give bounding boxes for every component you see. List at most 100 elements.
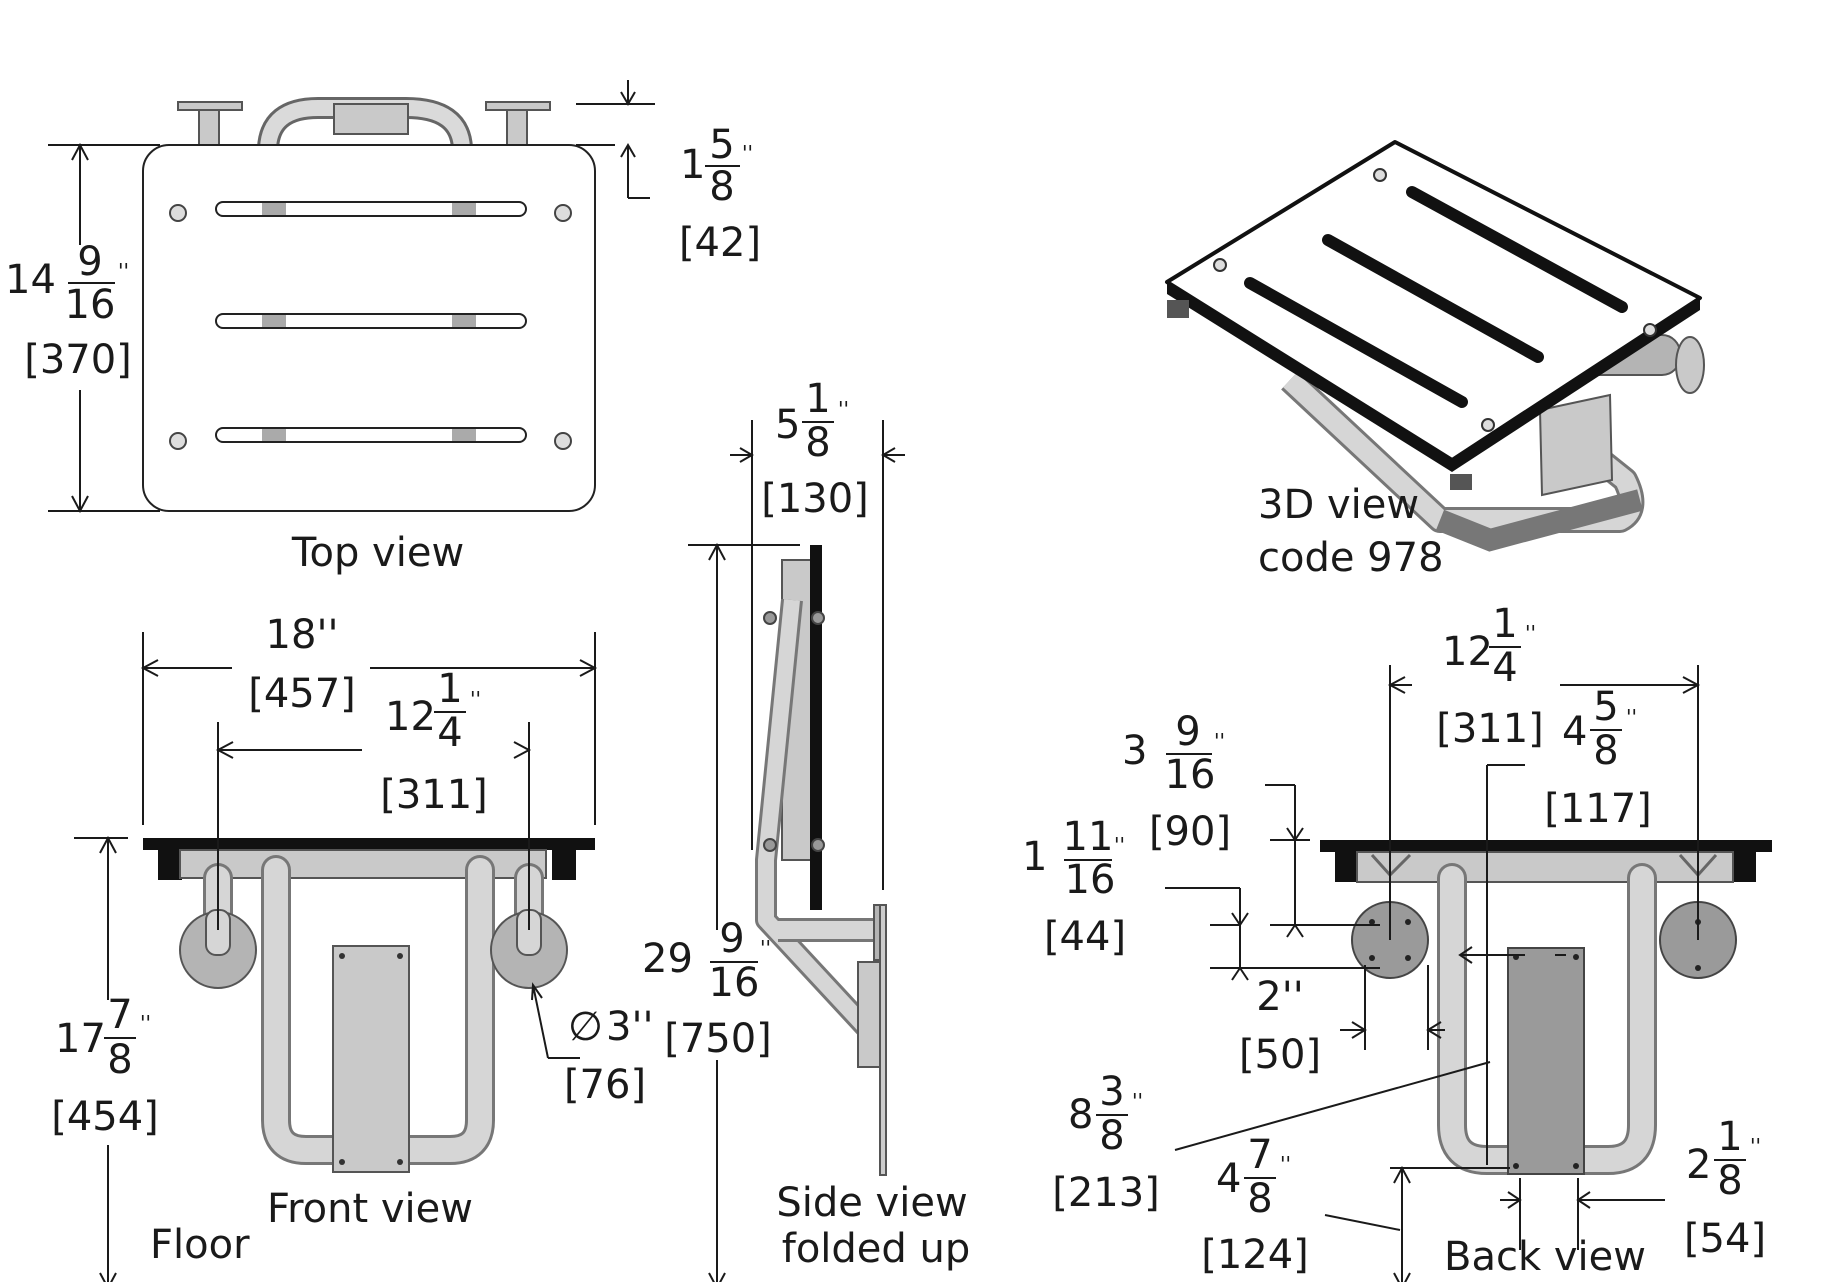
- dim-top-bracket-den: 8: [709, 164, 734, 210]
- dim-side-height: 29 9 16 '' [750]: [642, 916, 772, 1062]
- dim-side-depth-whole: 5: [775, 402, 800, 448]
- dim-flange-dia-text: 3'': [606, 1004, 653, 1050]
- front-view-drawing: [143, 838, 595, 1173]
- dim-back-spacing-mm: [311]: [1436, 706, 1544, 752]
- dim-front-spacing-num: 1: [437, 666, 462, 712]
- dim-back-flange-dia-text: 2'': [1256, 974, 1303, 1020]
- dim-side-height-mm: [750]: [664, 1016, 772, 1062]
- dim-front-height-den: 8: [107, 1037, 132, 1083]
- dim-back-plate-gap-inch: '': [1750, 1134, 1761, 1158]
- dim-top-depth-inch: '': [118, 259, 129, 283]
- dim-back-offset-mm: [117]: [1544, 786, 1652, 832]
- back-view-label: Back view: [1444, 1234, 1646, 1280]
- side-view-dimension-lines: [688, 420, 905, 1282]
- dim-back-plate-h-den: 8: [1247, 1176, 1272, 1222]
- dim-back-plate-h-inch: '': [1280, 1152, 1291, 1176]
- dim-back-plate-w-whole: 8: [1068, 1092, 1093, 1138]
- dim-front-width-text: 18'': [266, 612, 339, 658]
- dim-side-depth-mm: [130]: [761, 476, 869, 522]
- side-view-label-line2: folded up: [782, 1226, 971, 1272]
- dim-back-spacing-num: 1: [1492, 601, 1517, 647]
- dim-side-depth-inch: '': [838, 397, 849, 421]
- dim-front-spacing: 12 1 4 '' [311]: [380, 666, 488, 818]
- top-view-drawing: [142, 97, 596, 512]
- dim-back-plate-gap-den: 8: [1717, 1158, 1742, 1204]
- dim-front-height-whole: 17: [55, 1016, 106, 1062]
- back-view-drawing: [1320, 840, 1772, 1175]
- dim-side-height-num: 9: [719, 916, 744, 962]
- dim-back-flange-h-mm: [44]: [1044, 914, 1126, 960]
- dim-back-flange-h-inch: '': [1114, 833, 1125, 857]
- dim-back-offset-den: 8: [1593, 728, 1618, 774]
- dim-back-offset-inch: '': [1626, 705, 1637, 729]
- dim-top-bracket: 1 5 8 '' [42]: [679, 122, 761, 266]
- dim-side-depth-den: 8: [805, 420, 830, 466]
- dim-top-bracket-mm: [42]: [679, 220, 761, 266]
- front-view-dimension-lines: [74, 632, 598, 1282]
- dim-front-height: 17 7 8 '' [454]: [51, 992, 159, 1140]
- dim-back-offset: 4 5 8 '' [117]: [1544, 684, 1652, 832]
- dim-side-height-den: 16: [709, 960, 760, 1006]
- dim-back-spacing-den: 4: [1492, 645, 1517, 691]
- side-view-drawing: [755, 545, 887, 1176]
- dim-front-height-inch: '': [140, 1011, 151, 1035]
- back-view-dimension-lines: [1165, 665, 1701, 1282]
- dim-front-height-num: 7: [107, 992, 132, 1038]
- dim-front-spacing-den: 4: [437, 710, 462, 756]
- dim-back-plate-w-den: 8: [1099, 1113, 1124, 1159]
- dim-front-spacing-mm: [311]: [380, 772, 488, 818]
- dim-back-flange-dia-mm: [50]: [1239, 1032, 1321, 1078]
- dim-back-offset-whole: 4: [1562, 709, 1587, 755]
- iso-view-label-line1: 3D view: [1258, 482, 1419, 528]
- dim-top-bracket-whole: 1: [680, 142, 705, 188]
- dim-front-width: 18'' [457]: [248, 612, 356, 717]
- dim-front-spacing-inch: '': [470, 687, 481, 711]
- dim-front-width-mm: [457]: [248, 671, 356, 717]
- dim-top-depth: 14 9 16 '' [370]: [5, 239, 132, 383]
- dim-back-flange-h: 1 11 16 '' [44]: [1022, 814, 1126, 960]
- dim-back-plate-h-mm: [124]: [1201, 1232, 1309, 1278]
- dim-back-flange-v-whole: 3: [1122, 728, 1147, 774]
- dim-flange-dia-mm: [76]: [564, 1062, 646, 1108]
- dim-back-plate-w: 8 3 8 '' [213]: [1052, 1069, 1160, 1216]
- top-view-label: Top view: [291, 530, 464, 576]
- dim-flange-dia: ∅ 3'' [76]: [564, 1004, 654, 1108]
- dim-side-height-inch: '': [760, 936, 771, 960]
- dim-back-plate-w-inch: '': [1132, 1089, 1143, 1113]
- dim-top-bracket-num: 5: [709, 122, 734, 168]
- dim-back-flange-h-whole: 1: [1022, 834, 1047, 880]
- iso-view-label-line2: code 978: [1258, 535, 1444, 581]
- dim-front-spacing-whole: 12: [385, 694, 436, 740]
- dim-back-flange-dia: 2'' [50]: [1239, 974, 1321, 1078]
- floor-label: Floor: [150, 1222, 250, 1268]
- dim-top-bracket-inch: '': [742, 141, 753, 165]
- dim-back-plate-gap-mm: [54]: [1684, 1216, 1766, 1262]
- dim-back-plate-w-num: 3: [1099, 1069, 1124, 1115]
- dim-back-flange-v-den: 16: [1165, 752, 1216, 798]
- dim-top-depth-num: 9: [77, 239, 102, 285]
- dim-back-flange-v-inch: '': [1214, 729, 1225, 753]
- dim-back-spacing-inch: '': [1525, 621, 1536, 645]
- dim-back-plate-h: 4 7 8 '' [124]: [1201, 1132, 1309, 1278]
- dim-front-height-mm: [454]: [51, 1094, 159, 1140]
- side-view-label-line1: Side view: [776, 1180, 967, 1226]
- dim-back-plate-h-num: 7: [1247, 1132, 1272, 1178]
- dim-top-depth-den: 16: [65, 282, 116, 328]
- front-view-label: Front view: [267, 1186, 473, 1232]
- dim-back-flange-v-num: 9: [1175, 709, 1200, 755]
- dim-top-depth-whole: 14: [5, 257, 56, 303]
- dim-side-depth: 5 1 8 '' [130]: [761, 376, 869, 522]
- dim-back-plate-gap: 2 1 8 '' [54]: [1684, 1114, 1766, 1262]
- dim-back-spacing-whole: 12: [1442, 629, 1493, 675]
- dim-top-depth-mm: [370]: [24, 337, 132, 383]
- dim-side-depth-num: 1: [805, 376, 830, 422]
- dim-back-flange-v: 3 9 16 '' [90]: [1122, 709, 1231, 855]
- dim-back-spacing: 12 1 4 '' [311]: [1436, 601, 1544, 752]
- dim-back-flange-h-den: 16: [1065, 857, 1116, 903]
- dim-flange-dia-symbol: ∅: [568, 1004, 603, 1050]
- dim-back-flange-h-num: 11: [1063, 814, 1114, 860]
- dim-back-plate-h-whole: 4: [1216, 1156, 1241, 1202]
- top-view-dimension-lines: [48, 80, 655, 514]
- dim-back-plate-gap-num: 1: [1717, 1114, 1742, 1160]
- dim-side-height-whole: 29: [642, 936, 693, 982]
